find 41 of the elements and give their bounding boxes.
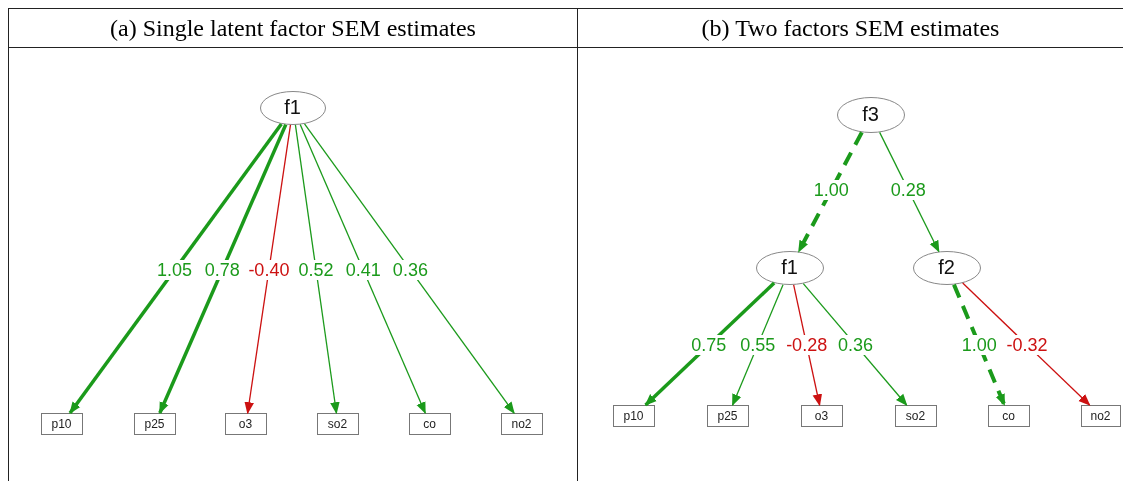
edge-label: 0.28 (889, 180, 927, 200)
panel-heading: (a) Single latent factor SEM estimates (9, 9, 577, 48)
edge-label: 0.52 (297, 260, 335, 280)
latent-factor-ellipse: f1 (259, 90, 326, 125)
variable-box: so2 (894, 404, 937, 427)
arrow (299, 123, 426, 415)
arrow (158, 123, 288, 415)
latent-factor-ellipse: f2 (912, 250, 981, 285)
arrow (952, 283, 1007, 407)
arrow (294, 124, 340, 415)
variable-box: p10 (612, 404, 655, 427)
variable-box: so2 (316, 412, 359, 435)
variable-box: o3 (224, 412, 267, 435)
variable-box: p10 (40, 412, 83, 435)
arrow (68, 122, 283, 415)
variable-box: p25 (706, 404, 749, 427)
variable-box: no2 (1080, 404, 1121, 427)
variable-box: co (408, 412, 451, 435)
edge-label: 0.41 (344, 260, 382, 280)
variable-box: p25 (133, 412, 176, 435)
edge-label: -0.40 (247, 260, 291, 280)
arrow (244, 124, 292, 415)
variable-box: no2 (500, 412, 543, 435)
latent-factor-ellipse: f3 (836, 96, 905, 133)
variable-box: o3 (800, 404, 843, 427)
edge-label: -0.32 (1005, 335, 1049, 355)
edge-label: 0.55 (739, 335, 777, 355)
edge-label: -0.28 (785, 335, 829, 355)
latent-factor-ellipse: f1 (755, 250, 824, 285)
edge-label: 0.36 (391, 260, 429, 280)
arrow (644, 281, 776, 407)
edge-label: 0.36 (837, 335, 875, 355)
panel-heading: (b) Two factors SEM estimates (578, 9, 1123, 48)
variable-box: co (987, 404, 1030, 427)
edge-label: 0.78 (203, 260, 241, 280)
arrow (303, 123, 515, 414)
edge-label: 1.00 (812, 180, 850, 200)
edge-label: 0.75 (690, 335, 728, 355)
edge-label: 1.00 (960, 335, 998, 355)
arrow (796, 131, 864, 253)
edge-label: 1.05 (156, 260, 194, 280)
